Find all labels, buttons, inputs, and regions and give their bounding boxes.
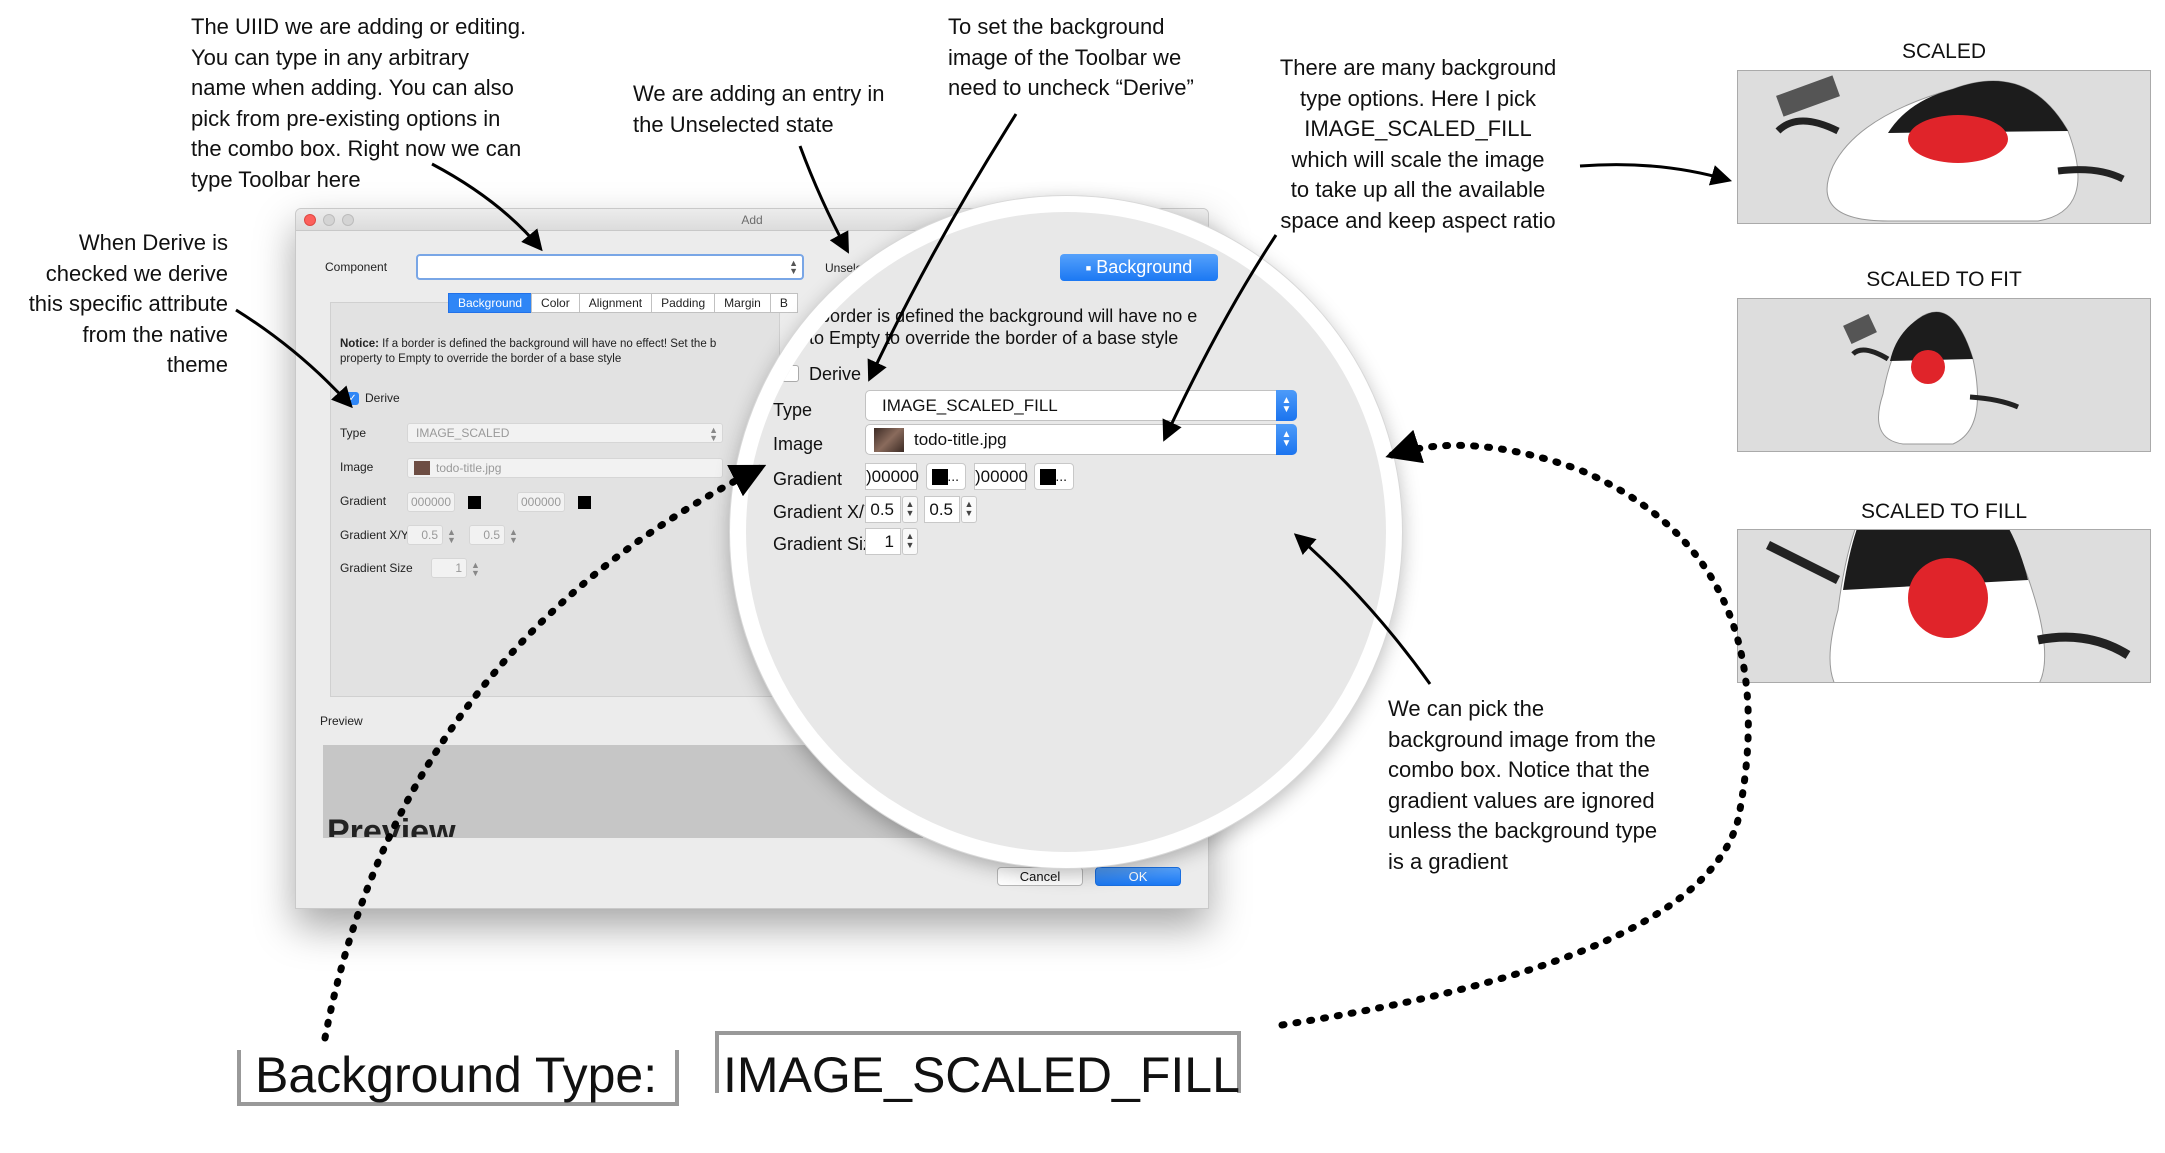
preview-label: Preview — [320, 714, 363, 728]
annotation-derive-checked: When Derive is checked we derive this sp… — [28, 230, 228, 377]
thumb-title-scaled-to-fit: SCALED TO FIT — [1866, 268, 2022, 291]
thumb-title-scaled: SCALED — [1901, 40, 1987, 63]
annotation-background-type: There are many background type options. … — [1279, 55, 1557, 233]
type-label: Type — [340, 426, 367, 440]
annotation-unselected: We are adding an entry in the Unselected… — [633, 81, 885, 137]
tab-alignment[interactable]: Alignment — [578, 293, 653, 313]
notice-text: Notice: If a border is defined the backg… — [340, 338, 717, 365]
magnified-gradient-y-stepper[interactable]: ▲▼ — [961, 496, 977, 523]
thumb-scaled-to-fill — [1737, 529, 2151, 683]
magnified-gradient-start-color-button[interactable]: ... — [926, 463, 966, 490]
tab-color[interactable]: Color — [531, 293, 580, 313]
preview-text: Preview — [327, 815, 456, 837]
derive-checkbox[interactable]: ✓ — [346, 392, 359, 405]
annotation-derive-uncheck: To set the background image of the Toolb… — [948, 14, 1194, 100]
gradient-label: Gradient — [340, 494, 387, 508]
close-window-icon[interactable] — [304, 214, 316, 226]
ok-button[interactable]: OK — [1095, 867, 1181, 886]
tab-background[interactable]: Background — [448, 293, 533, 313]
gradient-size-label: Gradient Size — [340, 561, 413, 575]
image-thumbnail-icon — [874, 428, 904, 452]
cancel-button[interactable]: Cancel — [997, 867, 1083, 886]
value-bracket — [715, 1031, 1241, 1093]
magnified-gradient-size-label: Gradient Size — [773, 534, 883, 554]
component-label: Component — [325, 260, 388, 274]
chevron-updown-icon: ▲▼ — [709, 425, 718, 443]
tab-padding[interactable]: Padding — [651, 293, 716, 313]
magnified-type-label: Type — [773, 400, 813, 420]
gradient-size-field[interactable]: 1 — [431, 558, 467, 578]
gradient-x-stepper[interactable]: ▲▼ — [447, 527, 456, 545]
magnified-gradient-end-field[interactable]: )00000 — [974, 463, 1028, 490]
magnified-gradient-x-stepper[interactable]: ▲▼ — [902, 496, 918, 523]
background-type-label: Background Type: — [255, 1047, 658, 1103]
magnified-type-combo[interactable]: IMAGE_SCALED_FILL ▲▼ — [865, 390, 1297, 421]
bullet-icon: ■ — [1085, 262, 1092, 273]
minimize-window-icon[interactable] — [323, 214, 335, 226]
magnified-gradient-y-field[interactable]: 0.5 — [924, 496, 960, 523]
duke-scaled-image — [1775, 75, 2125, 222]
gradient-start-field[interactable]: 000000 — [407, 492, 455, 512]
gradient-size-stepper[interactable]: ▲▼ — [471, 560, 480, 578]
magnified-image-combo[interactable]: todo-title.jpg ▲▼ — [865, 424, 1297, 455]
gradient-xy-label: Gradient X/Y — [340, 528, 409, 542]
chevron-updown-icon: ▲▼ — [1276, 390, 1297, 421]
gradient-y-field[interactable]: 0.5 — [469, 525, 505, 545]
attribute-panel: Notice: If a border is defined the backg… — [330, 302, 780, 697]
gradient-y-stepper[interactable]: ▲▼ — [509, 527, 518, 545]
annotation-pick-image: We can pick the background image from th… — [1388, 696, 1658, 874]
tab-margin[interactable]: Margin — [714, 293, 771, 313]
tab-border[interactable]: B — [769, 293, 798, 313]
image-combo[interactable]: todo-title.jpg — [407, 458, 723, 478]
gradient-start-swatch[interactable] — [468, 496, 481, 509]
dialog-title: Add — [741, 213, 763, 227]
magnified-gradient-label: Gradient — [773, 469, 843, 489]
thumb-title-scaled-to-fill: SCALED TO FILL — [1860, 500, 2028, 523]
magnified-tab-background[interactable]: ■ Background — [1060, 254, 1218, 281]
chevron-updown-icon: ▲▼ — [789, 258, 798, 276]
component-combo[interactable]: ▲▼ — [416, 254, 804, 280]
magnified-image-label: Image — [773, 434, 824, 454]
gradient-end-field[interactable]: 000000 — [517, 492, 565, 512]
magnified-derive-checkbox[interactable] — [782, 365, 799, 382]
arrow-scaled — [1579, 163, 1733, 186]
magnified-notice: ice: If a border is defined the backgrou… — [754, 306, 1198, 348]
background-type-value: IMAGE_SCALED_FILL — [723, 1047, 1240, 1103]
thumb-scaled-to-fit — [1737, 298, 2151, 452]
magnified-gradient-end-color-button[interactable]: ... — [1034, 463, 1074, 490]
magnified-derive-label: Derive — [809, 364, 862, 384]
image-thumbnail-icon — [414, 461, 430, 475]
zoom-window-icon[interactable] — [342, 214, 354, 226]
component-value — [418, 258, 422, 272]
magnified-gradient-x-field[interactable]: 0.5 — [865, 496, 901, 523]
gradient-end-swatch[interactable] — [578, 496, 591, 509]
color-swatch — [1040, 469, 1056, 485]
magnified-gradient-start-field[interactable]: )00000 — [865, 463, 919, 490]
type-combo[interactable]: IMAGE_SCALED ▲▼ — [407, 423, 723, 443]
tab-bar: Background Color Alignment Padding Margi… — [448, 293, 798, 313]
chevron-updown-icon: ▲▼ — [1276, 424, 1297, 455]
duke-fill-image — [1765, 530, 2131, 682]
annotation-uiid: The UIID we are adding or editing. You c… — [191, 14, 527, 192]
magnifier-lens: ■ Background ice: If a border is defined… — [730, 196, 1402, 868]
gradient-x-field[interactable]: 0.5 — [407, 525, 443, 545]
derive-label: Derive — [365, 391, 400, 405]
magnified-gradient-xy-label: Gradient X/Y — [773, 502, 877, 522]
magnified-gradient-size-field[interactable]: 1 — [865, 528, 901, 555]
magnified-gradient-size-stepper[interactable]: ▲▼ — [902, 528, 918, 555]
image-label: Image — [340, 460, 374, 474]
duke-fit-image — [1843, 311, 2020, 445]
thumb-scaled — [1737, 70, 2151, 224]
label-bracket — [237, 1050, 679, 1106]
color-swatch — [932, 469, 948, 485]
